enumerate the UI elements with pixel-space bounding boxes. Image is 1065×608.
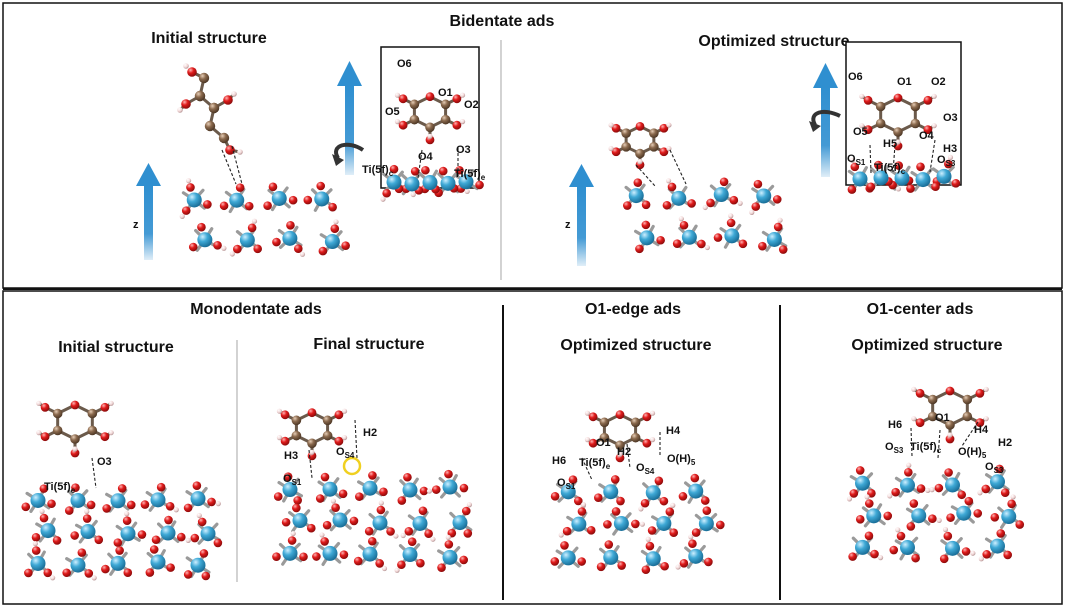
edge-labels: H4 O1 H2 H6 Ti(5f)e OS4 O(H)5 OS1 [552,425,696,491]
rotation-arrow-icon-right [811,109,841,126]
label-ti5f-c-opt: Ti(5f)c [874,162,906,176]
sugar-ring-inset-initial [394,92,466,145]
label-os1-edge: OS1 [557,477,576,491]
label-h2-edge: H2 [617,446,631,458]
os4-highlight-ring [342,456,362,476]
label-os1-final: OS1 [283,473,302,487]
sugar-branch-a [177,90,206,113]
sugar-branch-b [208,91,237,114]
label-ti5f-e: Ti(5f)e [454,168,486,182]
top-optimized-caption: Optimized structure [698,33,849,50]
label-o2-opt: O2 [931,76,946,88]
rotation-arrow-icon [334,142,365,160]
inset-optimized-labels: O6 O1 O2 O5 O4 O3 H5 H3 OS1 Ti(5f)c OS3 [847,71,958,176]
monodentate-title: Monodentate ads [190,301,322,318]
inset-initial-labels: O6 O1 O5 O2 O4 O3 Ti(5f)c Ti(5f)e [362,58,486,182]
surface-inset-optimized [847,154,961,194]
label-h2-center: H2 [998,437,1012,449]
label-os3-center-b: OS3 [985,461,1004,475]
sugar-ring-mono-initial [36,400,114,458]
label-o2: O2 [464,99,479,111]
label-o3-opt: O3 [943,112,958,124]
z-axis-label-right: z [565,219,571,231]
label-o3-mono: O3 [97,456,112,468]
center-labels: H6 O1 H4 OS3 Ti(5f)c O(H)5 H2 OS3 [885,412,1012,475]
tio2-slab-initial [179,178,350,257]
o1-center-title: O1-center ads [867,301,974,318]
z-axis-arrow-left: z [133,163,161,260]
label-h3-opt: H3 [943,143,957,155]
label-ti5f-e-mono: Ti(5f)e [44,481,76,495]
label-o3: O3 [456,144,471,156]
z-axis-label-left: z [133,219,139,231]
label-h4-center: H4 [974,424,989,436]
sugar-ring-edge [584,410,656,463]
sugar-ring-inset-optimized [859,93,937,151]
tio2-slab-edge [550,473,725,575]
tio2-slab-mono-final [272,469,473,573]
interaction-lines [91,139,979,489]
mono-final-labels: H2 OS4 H3 OS1 [283,427,377,487]
label-oh5-edge: O(H)5 [667,453,696,467]
label-os3-opt: OS3 [937,154,956,168]
sugar-ring-mono-final [276,408,348,461]
tio2-slab-mono-initial [21,481,223,581]
label-h4-edge: H4 [666,425,681,437]
mono-final-caption: Final structure [313,336,424,353]
bottom-panel-frame [2,290,1063,605]
label-h2-final: H2 [363,427,377,439]
label-h3-final: H3 [284,450,298,462]
label-ti5f-c: Ti(5f)c [362,164,394,178]
label-o6-opt: O6 [848,71,863,83]
inset-axis-arrow-right [809,63,841,177]
label-o1: O1 [438,87,453,99]
tio2-slab-center [846,462,1025,564]
label-ti5f-e-edge: Ti(5f)e [579,457,611,471]
label-h5-opt: H5 [883,138,897,150]
label-o5-opt: O5 [853,126,868,138]
label-o4: O4 [418,151,434,163]
label-o5: O5 [385,106,400,118]
label-o1-center: O1 [935,412,950,424]
inset-axis-arrow-left [332,61,365,175]
label-h6-center: H6 [888,419,902,431]
o1-center-caption: Optimized structure [851,337,1002,354]
o1-edge-title: O1-edge ads [585,301,681,318]
sugar-ring-optimized [608,122,672,170]
label-o6: O6 [397,58,412,70]
mono-initial-caption: Initial structure [58,339,174,356]
o1-edge-caption: Optimized structure [560,337,711,354]
label-o1-edge: O1 [596,437,611,449]
tio2-slab-optimized [622,177,788,254]
label-os3-center-a: OS3 [885,441,904,455]
label-os4-edge: OS4 [636,462,655,476]
label-os1-opt: OS1 [847,153,866,167]
inset-initial-frame [380,46,480,189]
top-initial-caption: Initial structure [151,30,267,47]
mono-initial-labels: O3 Ti(5f)e [44,456,112,495]
bidentate-title: Bidentate ads [450,13,555,30]
surface-inset-initial [380,164,484,202]
label-os4-final: OS4 [336,446,355,460]
label-o4-opt: O4 [919,130,935,142]
sugar-chain-initial [183,63,243,155]
molecular-structures [21,63,1025,581]
label-oh5-center: O(H)5 [958,446,987,460]
label-o1-opt: O1 [897,76,912,88]
z-axis-arrow-right: z [565,164,594,266]
label-ti5f-c-center: Ti(5f)c [910,441,942,455]
label-h6-edge: H6 [552,455,566,467]
sugar-ring-center [911,386,989,444]
